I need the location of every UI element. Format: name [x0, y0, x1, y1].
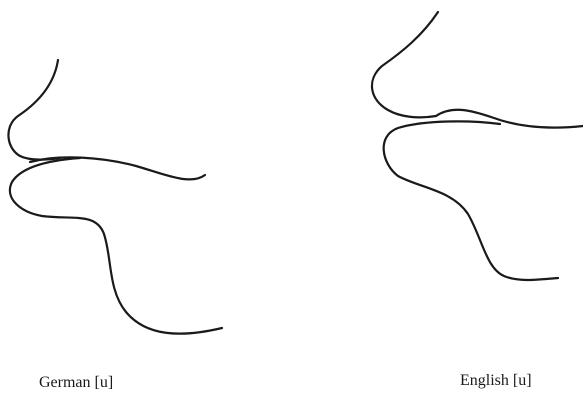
english-upper-lip-contour — [436, 110, 583, 128]
german-profile — [8, 60, 222, 334]
german-caption: German [u] — [39, 375, 113, 391]
english-nose-contour — [372, 12, 438, 117]
english-caption: English [u] — [460, 373, 532, 389]
english-lower-lip-contour — [384, 121, 558, 280]
german-lower-lip-contour — [10, 158, 222, 334]
german-nose-contour — [8, 60, 60, 160]
english-profile — [372, 12, 583, 280]
